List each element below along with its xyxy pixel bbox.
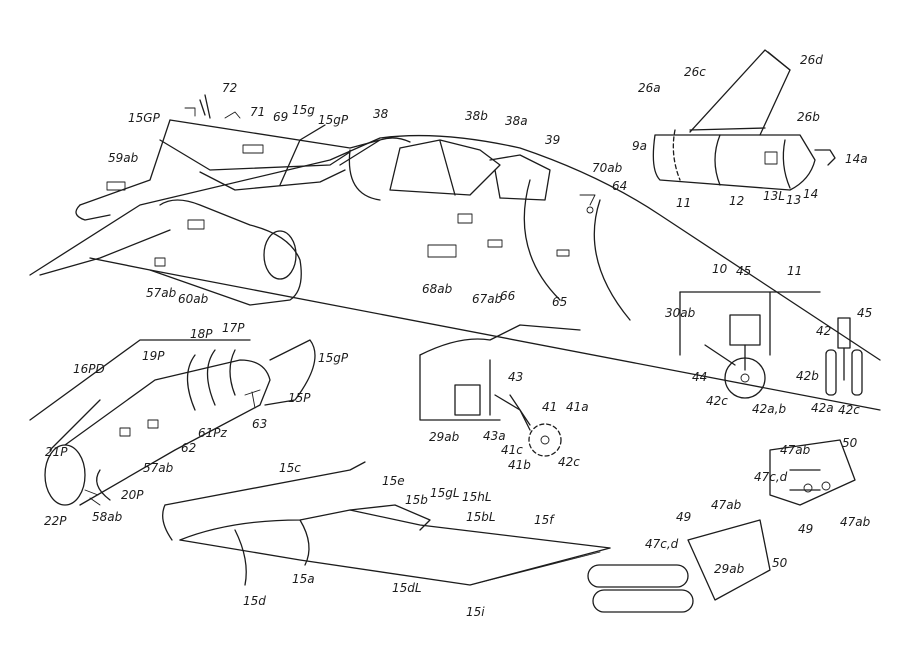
fuselage-wing-view bbox=[29, 94, 881, 411]
label-47ab-c: 47ab bbox=[711, 498, 742, 512]
label-59ab: 59ab bbox=[108, 151, 139, 165]
label-68ab: 68ab bbox=[422, 282, 453, 296]
label-45-a: 45 bbox=[736, 264, 751, 278]
label-67ab: 67ab bbox=[472, 292, 503, 306]
label-39: 39 bbox=[545, 133, 560, 147]
label-15gp-nacelle: 15gP bbox=[318, 351, 349, 365]
label-62: 62 bbox=[181, 441, 196, 455]
label-15c: 15c bbox=[279, 461, 301, 475]
tail-boom-view bbox=[652, 49, 836, 191]
label-58ab: 58ab bbox=[92, 510, 123, 524]
label-72: 72 bbox=[222, 81, 237, 95]
label-10: 10 bbox=[712, 262, 728, 276]
label-61pz: 61Pz bbox=[198, 426, 228, 440]
label-42c-a: 42c bbox=[706, 394, 728, 408]
engine-nacelle-view bbox=[29, 339, 316, 506]
label-64: 64 bbox=[612, 179, 627, 193]
label-15b: 15b bbox=[405, 493, 428, 507]
label-66: 66 bbox=[500, 289, 516, 303]
label-12: 12 bbox=[729, 194, 744, 208]
label-57ab-top: 57ab bbox=[146, 286, 177, 300]
label-63: 63 bbox=[252, 417, 267, 431]
label-42ab: 42a,b bbox=[752, 402, 786, 416]
label-11-tail: 11 bbox=[676, 196, 691, 210]
label-26d: 26d bbox=[800, 53, 823, 67]
label-26a: 26a bbox=[638, 81, 661, 95]
label-49-b: 49 bbox=[676, 510, 691, 524]
label-15i: 15i bbox=[466, 605, 485, 619]
main-gear-view bbox=[679, 291, 863, 399]
label-13: 13 bbox=[786, 193, 801, 207]
label-69: 69 bbox=[273, 110, 288, 124]
label-15gp-left: 15GP bbox=[128, 111, 161, 125]
label-42c-b: 42c bbox=[838, 403, 860, 417]
label-38b: 38b bbox=[465, 109, 488, 123]
label-18p: 18P bbox=[190, 327, 213, 341]
label-14a: 14a bbox=[845, 152, 868, 166]
label-42: 42 bbox=[816, 324, 831, 338]
label-43a: 43a bbox=[483, 429, 506, 443]
label-41a: 41a bbox=[566, 400, 589, 414]
label-26c: 26c bbox=[684, 65, 706, 79]
label-15a: 15a bbox=[292, 572, 315, 586]
label-44: 44 bbox=[692, 370, 707, 384]
label-38a: 38a bbox=[505, 114, 528, 128]
label-71: 71 bbox=[250, 105, 265, 119]
label-57ab-mid: 57ab bbox=[143, 461, 174, 475]
label-14: 14 bbox=[803, 187, 818, 201]
label-42a: 42a bbox=[811, 401, 834, 415]
label-15gl: 15gL bbox=[430, 486, 460, 500]
label-15hl: 15hL bbox=[462, 490, 492, 504]
label-42c-mid: 42c bbox=[558, 455, 580, 469]
label-43: 43 bbox=[508, 370, 523, 384]
label-15gp: 15gP bbox=[318, 113, 349, 127]
label-41c: 41c bbox=[501, 443, 523, 457]
label-41: 41 bbox=[542, 400, 557, 414]
label-47ab-b: 47ab bbox=[840, 515, 871, 529]
wing-flap-view bbox=[162, 461, 611, 586]
label-26b: 26b bbox=[797, 110, 820, 124]
label-15g: 15g bbox=[292, 103, 315, 117]
drop-tanks-view bbox=[587, 439, 856, 613]
label-15p: 15P bbox=[288, 391, 311, 405]
label-19p: 19P bbox=[142, 349, 165, 363]
label-13l: 13L bbox=[763, 189, 785, 203]
label-22p: 22P bbox=[44, 514, 67, 528]
label-29ab-bot: 29ab bbox=[714, 562, 745, 576]
label-30ab: 30ab bbox=[665, 306, 696, 320]
label-47cd-b: 47c,d bbox=[645, 537, 679, 551]
label-70ab: 70ab bbox=[592, 161, 623, 175]
label-11-gear: 11 bbox=[787, 264, 802, 278]
label-50-a: 50 bbox=[842, 436, 858, 450]
label-45-b: 45 bbox=[857, 306, 872, 320]
label-47cd-a: 47c,d bbox=[754, 470, 788, 484]
label-41b: 41b bbox=[508, 458, 531, 472]
label-29ab-mid: 29ab bbox=[429, 430, 460, 444]
label-15bl: 15bL bbox=[466, 510, 496, 524]
label-49-a: 49 bbox=[798, 522, 813, 536]
label-15dl: 15dL bbox=[392, 581, 422, 595]
label-42b: 42b bbox=[796, 369, 819, 383]
label-47ab-a: 47ab bbox=[780, 443, 811, 457]
label-21p: 21P bbox=[45, 445, 68, 459]
label-50-b: 50 bbox=[772, 556, 788, 570]
label-38: 38 bbox=[373, 107, 389, 121]
label-15f: 15f bbox=[534, 513, 555, 527]
label-65: 65 bbox=[552, 295, 567, 309]
label-15d: 15d bbox=[243, 594, 266, 608]
label-17p: 17P bbox=[222, 321, 245, 335]
label-20p: 20P bbox=[121, 488, 144, 502]
label-15e: 15e bbox=[382, 474, 405, 488]
nose-gear-view bbox=[419, 324, 581, 457]
label-9a: 9a bbox=[632, 139, 647, 153]
label-60ab: 60ab bbox=[178, 292, 209, 306]
label-16pd: 16PD bbox=[73, 362, 105, 376]
part-labels: 72 71 69 15g 15gP 15GP 38 38b 38a 39 59a… bbox=[44, 53, 872, 619]
